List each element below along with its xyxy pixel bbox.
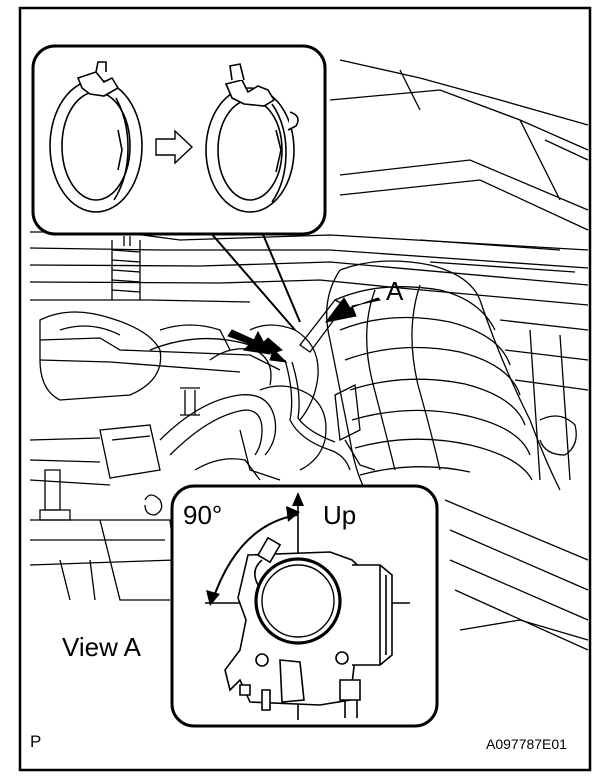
figure-code: A097787E01 <box>486 736 567 752</box>
arrow-clamp-pointer-icon <box>227 329 271 355</box>
view-caption: View A <box>62 632 142 662</box>
hose-clamp-before-icon <box>49 61 143 213</box>
hose-clamp-after-icon <box>205 63 299 213</box>
view-a-marker-label: A <box>386 276 404 306</box>
rotation-arc <box>211 514 298 603</box>
rotation-arrowhead-bottom-icon <box>206 590 220 606</box>
corner-mark: P <box>30 732 42 751</box>
up-direction-label: Up <box>323 500 357 530</box>
view-a-inset <box>170 484 439 728</box>
transition-arrow-icon <box>155 129 194 165</box>
arrow-a-pointer-icon <box>324 297 382 323</box>
clamp-inset <box>31 44 327 236</box>
rotation-angle-label: 90° <box>183 500 223 530</box>
throttle-body-icon <box>224 536 393 718</box>
figure-border <box>18 6 592 772</box>
up-arrow-icon <box>292 492 304 506</box>
pointer-arrows <box>227 297 382 363</box>
callout-leaders <box>209 231 301 331</box>
rotation-arrowhead-top-icon <box>286 506 300 522</box>
arrow-connector-pointer-icon <box>261 337 288 363</box>
